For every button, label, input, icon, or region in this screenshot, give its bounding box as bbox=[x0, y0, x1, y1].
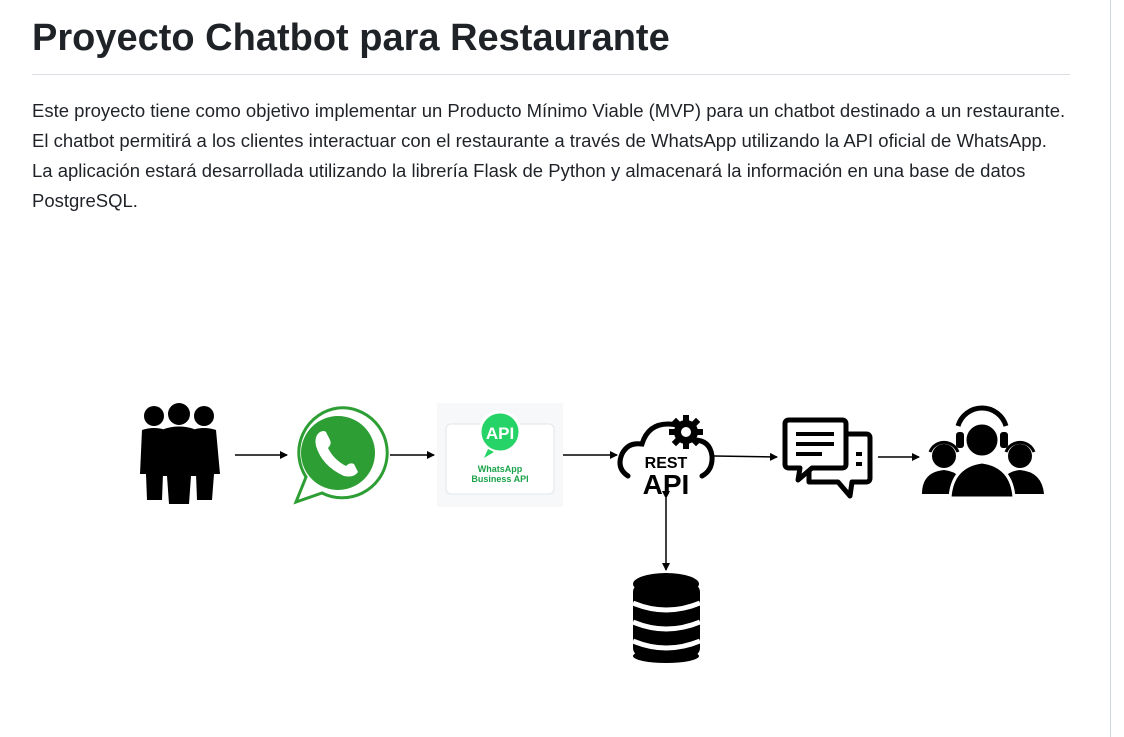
whatsapp-business-api-icon: API WhatsApp Business API bbox=[437, 403, 563, 507]
api-caption-line2: Business API bbox=[471, 474, 528, 484]
gear-icon bbox=[669, 415, 703, 449]
support-agents-icon bbox=[922, 405, 1044, 500]
whatsapp-icon bbox=[293, 406, 389, 505]
database-icon bbox=[632, 573, 701, 663]
people-group-icon bbox=[140, 403, 220, 504]
page-title: Proyecto Chatbot para Restaurante bbox=[32, 14, 1070, 75]
arrow-rest-to-chat bbox=[713, 452, 778, 461]
intro-paragraph: Este proyecto tiene como objetivo implem… bbox=[32, 100, 1066, 211]
rest-label: REST bbox=[645, 455, 688, 472]
rest-api-label: API bbox=[643, 469, 690, 500]
api-badge-text: API bbox=[486, 424, 514, 443]
chat-messages-icon bbox=[782, 417, 873, 499]
rest-api-cloud-icon: REST API bbox=[617, 415, 715, 500]
api-caption-line1: WhatsApp bbox=[478, 464, 523, 474]
scrollbar-divider bbox=[1110, 0, 1111, 737]
